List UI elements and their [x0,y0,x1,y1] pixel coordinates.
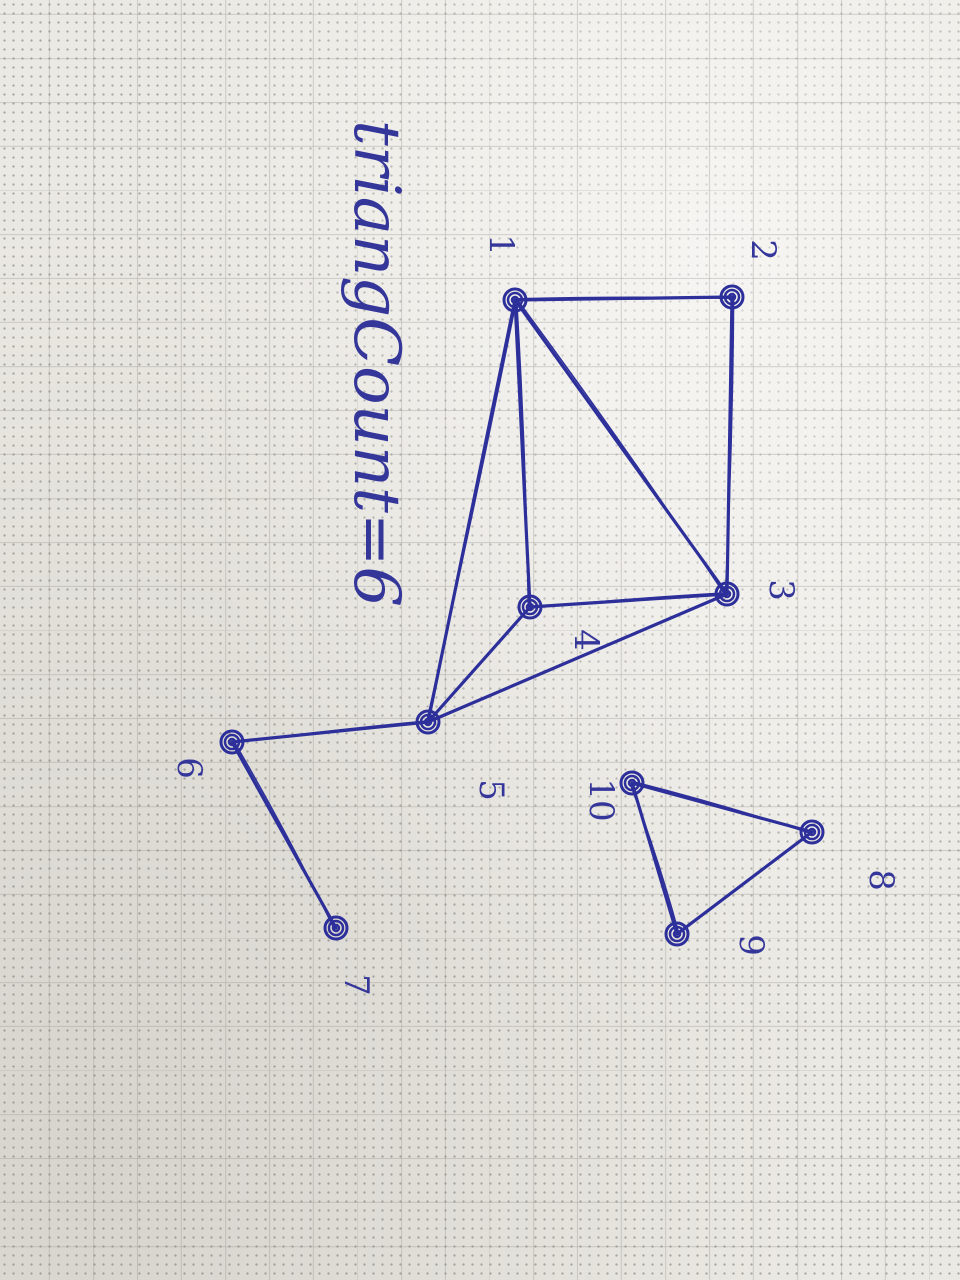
edge-9-10 [629,783,680,934]
edges [229,295,815,936]
node-8 [799,819,825,845]
triangle-count-caption: triangCount=6 [339,120,413,607]
node-10 [619,770,645,796]
node-9 [664,921,690,947]
edge-3-4 [527,592,730,609]
node-label-5: 5 [471,779,511,801]
node-7 [323,915,349,941]
edge-10-8 [632,781,812,834]
node-5 [415,709,441,735]
edge-4-5 [425,605,533,724]
node-label-1: 1 [481,234,521,256]
node-6 [219,729,245,755]
node-label-4: 4 [566,629,606,651]
node-label-8: 8 [861,869,901,891]
edge-1-4 [515,298,530,609]
edge-5-6 [229,720,431,744]
edge-8-9 [674,830,815,936]
node-label-6: 6 [169,757,209,779]
edge-1-3 [515,298,727,596]
node-label-3: 3 [761,579,801,601]
node-1 [502,287,528,313]
nodes [219,284,825,947]
node-label-10: 10 [581,778,621,821]
node-labels: 1 2 3 4 5 6 7 8 9 10 [169,234,901,996]
node-4 [517,594,543,620]
node-label-9: 9 [731,934,771,956]
edge-1-2 [515,296,732,300]
edge-6-7 [232,740,336,930]
edge-1-5 [425,298,518,724]
node-label-2: 2 [743,239,783,261]
edge-3-5 [425,592,730,724]
node-label-7: 7 [336,974,376,996]
node-2 [719,284,745,310]
node-3 [714,581,740,607]
edge-2-3 [724,295,735,596]
